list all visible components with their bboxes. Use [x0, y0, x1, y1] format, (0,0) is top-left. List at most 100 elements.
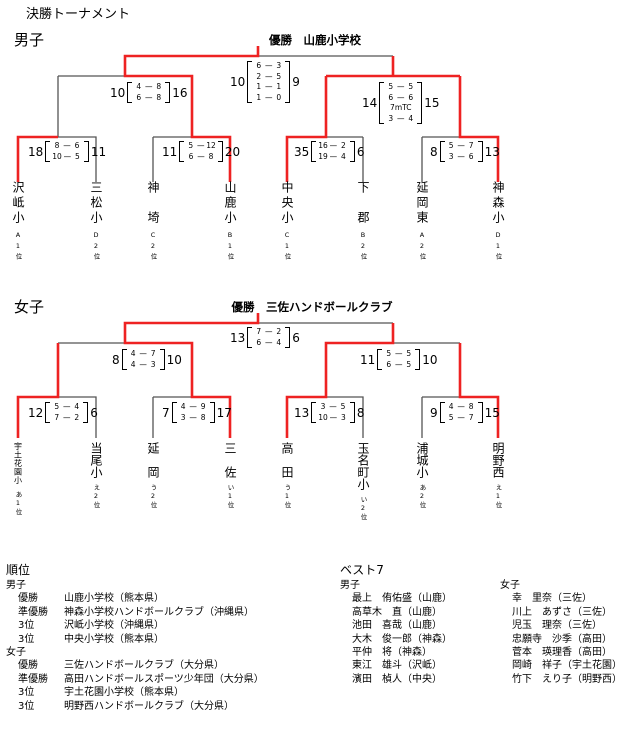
best7-player: 高草木 直（山鹿） [352, 606, 442, 618]
dash: — [139, 359, 147, 369]
period-row: 19—4 [318, 152, 348, 163]
score-left: 18 [28, 144, 44, 159]
standings-team: 高田ハンドボールスポーツ少年団（大分県） [64, 673, 264, 685]
period-row: 1—1 [254, 82, 283, 93]
standings-row: 優勝山鹿小学校（熊本県） [6, 592, 264, 605]
period-score-right: 5 [408, 82, 414, 91]
period-score-left: 4 [180, 402, 186, 411]
period-score-right: 7 [468, 412, 474, 422]
period-row: 6—3 [254, 61, 283, 72]
period-score-right: 12 [206, 141, 216, 150]
dash: — [397, 113, 405, 123]
period-score-left: 5 [188, 141, 194, 150]
tiebreak-label: 7mTC [390, 103, 412, 112]
score-left: 13 [230, 330, 246, 345]
team-group-rank: C2位 [149, 231, 157, 263]
team-name: 山鹿小 [223, 181, 237, 226]
dash: — [457, 141, 465, 150]
period-row: 4—9 [179, 402, 208, 413]
period-score-left: 3 [180, 412, 186, 422]
period-score-right: 5 [406, 349, 412, 358]
bracket-open [379, 82, 385, 124]
score-left: 9 [430, 405, 438, 420]
bracket-open [247, 61, 253, 103]
standings-place: 準優勝 [18, 606, 48, 618]
best7-player: 菅本 瑛理香（高田） [512, 647, 612, 659]
bracket-open [121, 349, 127, 370]
period-score-left: 7 [256, 327, 262, 336]
period-row: 4—8 [134, 82, 163, 93]
period-row: 5—12 [186, 141, 216, 152]
bracket-close [415, 349, 421, 370]
bracket-close [217, 141, 223, 162]
best7-player: 児玉 理奈（三佐） [512, 620, 602, 632]
dash: — [265, 327, 273, 336]
team-name: 浦城小 [415, 442, 429, 478]
team-group-rank: あ2位 [418, 484, 426, 510]
dash: — [197, 151, 205, 161]
period-score-right: 6 [74, 141, 80, 150]
period-score-left: 5 [386, 349, 392, 358]
bracket-open [439, 402, 445, 423]
boys-bracket-lines [16, 46, 500, 182]
period-score-right: 5 [340, 402, 346, 411]
dash: — [189, 402, 197, 411]
dash: — [145, 82, 153, 91]
team-group-rank: B2位 [359, 231, 367, 263]
period-row: 10—5 [52, 152, 82, 163]
period-score-left: 6 [388, 92, 394, 102]
period-score-right: 2 [276, 327, 282, 336]
period-score-right: 5 [74, 151, 80, 161]
team-group-rank: A2位 [418, 231, 426, 263]
standings-group-label: 女子 [6, 647, 26, 659]
bracket-open [45, 402, 51, 423]
boys-team: 下 郡 B2位 [356, 181, 370, 263]
period-row: 7—2 [52, 413, 81, 424]
bracket-open [377, 349, 383, 370]
dash: — [197, 141, 205, 150]
best7-player: 濱田 楨人（中央） [352, 673, 442, 685]
period-score-left: 10 [52, 151, 62, 161]
standings-row: 優勝三佐ハンドボールクラブ（大分県） [6, 659, 264, 672]
best7-player: 東江 雄斗（沢岻） [352, 660, 442, 672]
team-name: 中央小 [280, 181, 294, 226]
bracket-open [311, 141, 317, 162]
period-score-right: 5 [276, 71, 282, 81]
period-row: 6—8 [186, 152, 216, 163]
team-group-rank: え1位 [494, 484, 502, 510]
period-row: 3—5 [318, 402, 348, 413]
period-row: 1—0 [254, 93, 283, 104]
bracket-close [209, 402, 215, 423]
period-score-left: 7 [54, 412, 60, 422]
score-left: 12 [28, 405, 44, 420]
team-name: 下 郡 [356, 181, 370, 226]
team-group-rank: え2位 [92, 484, 100, 510]
best7-group-label: 男子 [340, 580, 360, 591]
period-row: 6—5 [384, 360, 413, 371]
team-name: 神 埼 [146, 181, 160, 226]
bracket-close [83, 402, 89, 423]
best7-group-label: 女子 [500, 580, 520, 591]
best7-heading: ベスト7 [340, 563, 384, 577]
dash: — [265, 82, 273, 91]
score-right: 10 [422, 352, 438, 367]
period-score-left: 4 [130, 359, 136, 369]
score-right: 15 [484, 405, 500, 420]
team-group-rank: い1位 [226, 484, 234, 510]
period-row: 5—7 [447, 141, 476, 152]
period-score-left: 4 [130, 349, 136, 358]
boys-champion: 優勝 山鹿小学校 [269, 33, 361, 47]
period-row: 3—8 [179, 413, 208, 424]
dash: — [457, 151, 465, 161]
period-row: 4—7 [129, 349, 158, 360]
dash: — [189, 412, 197, 422]
period-score-left: 5 [54, 402, 60, 411]
bracket-close [159, 349, 165, 370]
best7-player: 最上 侑佑盛（山鹿） [352, 593, 452, 605]
period-score-left: 4 [136, 82, 142, 91]
bracket-close [285, 327, 291, 348]
